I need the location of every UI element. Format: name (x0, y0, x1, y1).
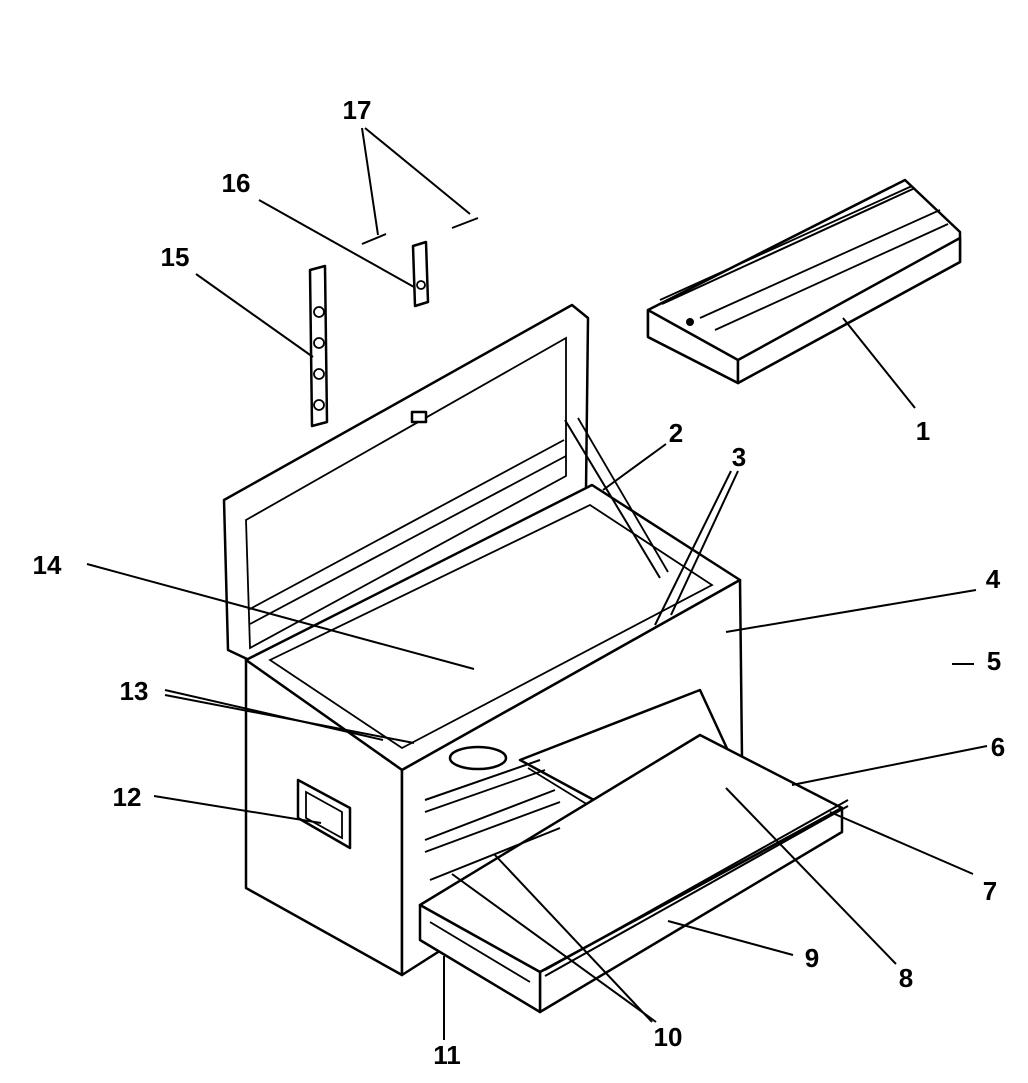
callout-labels: 1 2 3 4 5 6 7 8 9 10 11 12 13 14 15 16 1… (33, 95, 1006, 1070)
pins (361, 217, 479, 245)
callout-15: 15 (161, 242, 190, 272)
callout-8: 8 (899, 963, 913, 993)
callout-7: 7 (983, 876, 997, 906)
tool-tray (646, 178, 962, 385)
callout-17: 17 (343, 95, 372, 125)
callout-5: 5 (987, 646, 1001, 676)
callout-2: 2 (669, 418, 683, 448)
lower-drawer (418, 733, 849, 1014)
callout-12: 12 (113, 782, 142, 812)
callout-10: 10 (654, 1022, 683, 1052)
small-bracket (411, 240, 430, 308)
callout-16: 16 (222, 168, 251, 198)
callout-4: 4 (986, 564, 1001, 594)
callout-1: 1 (916, 416, 930, 446)
lid-stay-bracket (308, 264, 329, 428)
callout-11: 11 (433, 1040, 461, 1070)
callout-13: 13 (120, 676, 149, 706)
leader-lines (86, 127, 988, 1040)
callout-3: 3 (732, 442, 746, 472)
callout-14: 14 (33, 550, 62, 580)
callout-6: 6 (991, 732, 1005, 762)
callout-9: 9 (805, 943, 819, 973)
